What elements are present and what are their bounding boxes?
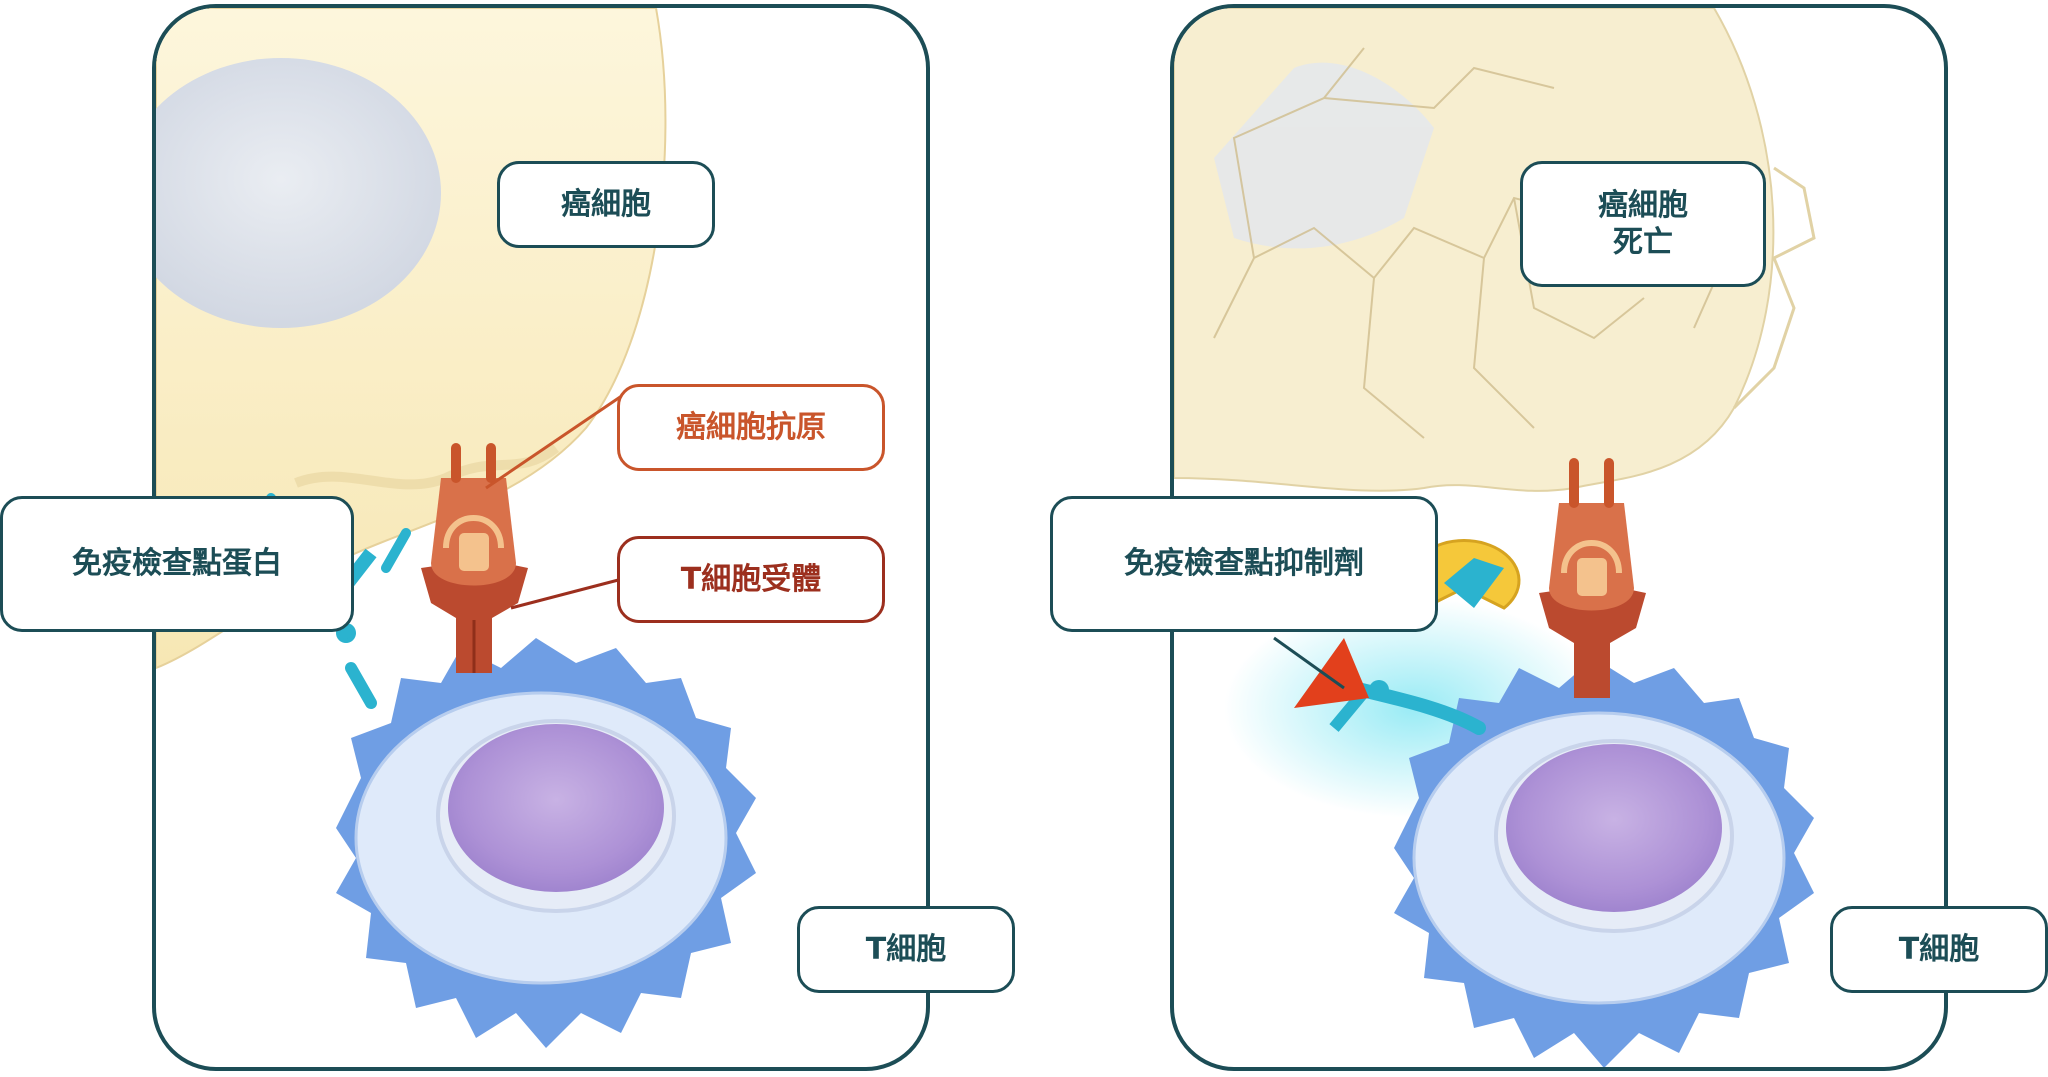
label-cancer-cell-dead: 癌細胞 死亡 [1520, 161, 1766, 287]
tcell [1394, 658, 1814, 1067]
antigen-leader [485, 391, 627, 490]
label-tcell-right: T細胞 [1830, 906, 2048, 993]
inhibitor-red-triangle [1294, 638, 1369, 708]
label-cancer-antigen-text: 癌細胞抗原 [676, 409, 826, 445]
label-cancer-cell: 癌細胞 [497, 161, 715, 248]
label-checkpoint-inhibitor: 免疫檢查點抑制劑 [1050, 496, 1438, 632]
cancer-antigen [431, 443, 516, 586]
label-cancer-cell-dead-line1: 癌細胞 [1598, 187, 1688, 223]
label-tcell-receptor-text: T細胞受體 [680, 561, 822, 597]
dying-cancer-cell [1174, 8, 1816, 492]
tcell-nucleus [448, 724, 664, 892]
cancer-cell-nucleus [156, 58, 441, 328]
panel-right [1170, 4, 1948, 1071]
label-tcell-left: T細胞 [797, 906, 1015, 993]
tcell [336, 638, 756, 1048]
label-checkpoint-protein-text: 免疫檢查點蛋白 [72, 546, 282, 582]
cancer-antigen [1549, 458, 1634, 611]
label-cancer-cell-text: 癌細胞 [561, 186, 651, 222]
label-cancer-antigen: 癌細胞抗原 [617, 384, 885, 471]
panel-right-illustration [1174, 8, 1816, 1067]
label-checkpoint-protein: 免疫檢查點蛋白 [0, 496, 354, 632]
label-checkpoint-inhibitor-text: 免疫檢查點抑制劑 [1124, 546, 1364, 582]
receptor-leader [510, 576, 627, 610]
label-cancer-cell-dead-line2: 死亡 [1613, 225, 1673, 260]
checkpoint-upper [1444, 558, 1504, 608]
label-tcell-receptor: T細胞受體 [617, 536, 885, 623]
inhibitor-leader [1273, 636, 1345, 690]
label-tcell-right-text: T細胞 [1898, 931, 1980, 967]
tcell-nucleus [1506, 744, 1722, 912]
label-tcell-left-text: T細胞 [865, 931, 947, 967]
